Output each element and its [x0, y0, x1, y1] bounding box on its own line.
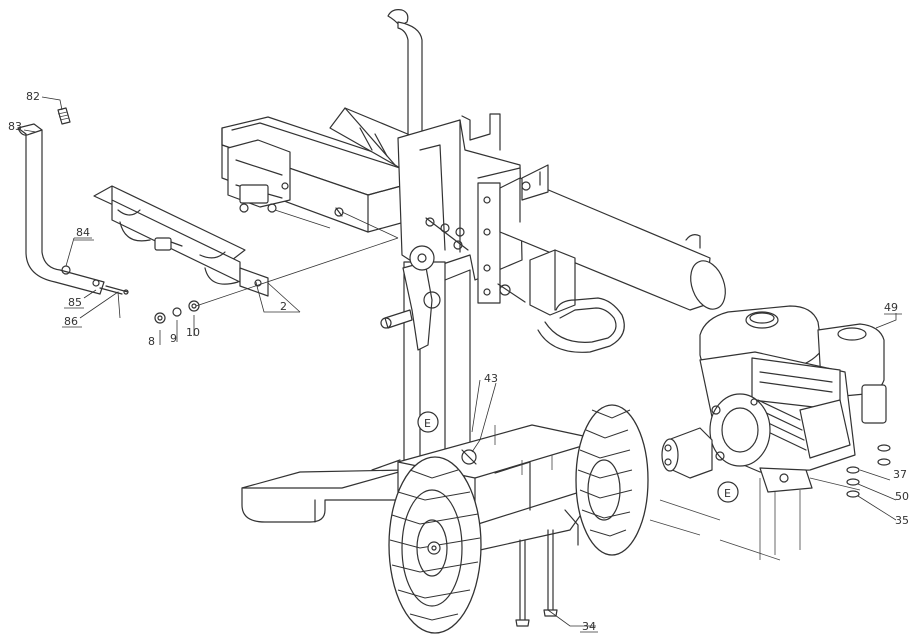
callout-9: 9 [170, 332, 177, 345]
callout-8: 8 [148, 335, 155, 348]
rear-wheel [575, 404, 649, 556]
control-valve [380, 245, 576, 351]
engine-mount-washers [846, 444, 891, 498]
tow-handle [17, 123, 129, 295]
front-wheel [388, 456, 482, 634]
callout-37: 37 [893, 468, 907, 481]
base-foot-plate [241, 459, 407, 523]
bolts-34 [494, 425, 558, 627]
callout-underlines [62, 239, 902, 633]
mark-e-label: E [724, 487, 731, 500]
callout-84: 84 [76, 226, 90, 239]
callout-50: 50 [895, 490, 909, 503]
callout-85: 85 [68, 296, 82, 309]
callout-83: 83 [8, 120, 22, 133]
spring-part [57, 107, 71, 125]
callout-34: 34 [582, 620, 596, 633]
leader-lines [23, 96, 897, 627]
callout-86: 86 [64, 315, 78, 328]
mark-e-column: E [417, 411, 439, 433]
column-and-tower [397, 113, 523, 461]
hydraulic-cylinder [499, 164, 726, 311]
mark-e-label: E [424, 417, 431, 430]
callout-82: 82 [26, 90, 40, 103]
log-cradle [93, 185, 269, 297]
callout-49: 49 [884, 301, 898, 314]
mark-e-engine: E [717, 481, 739, 503]
callout-2: 2 [280, 300, 287, 313]
callout-43: 43 [484, 372, 498, 385]
hydraulic-hose [537, 297, 625, 353]
callout-35: 35 [895, 514, 909, 527]
engine [649, 305, 887, 561]
callout-10: 10 [186, 326, 200, 339]
washers-8-9-10 [154, 300, 200, 324]
